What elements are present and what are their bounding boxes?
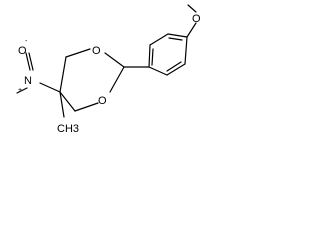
bond-ar-4-5: [148, 66, 168, 76]
bond-ar-2-3: [149, 33, 169, 46]
bond-ar-double-c: [166, 61, 182, 72]
ring-oxygen-top-label: O: [92, 45, 101, 57]
bond-quat-n: [39, 82, 61, 93]
bond-ar-6-1: [184, 36, 188, 65]
bond-n-o-double-2: [28, 52, 34, 71]
bond-ar-3-4: [148, 44, 151, 68]
bond-ar-double-a: [168, 37, 183, 41]
bond-n-o-single: [16, 87, 28, 94]
methoxy-oxygen-label: O: [192, 13, 201, 25]
ring-oxygen-bottom-label: O: [98, 95, 107, 107]
bond-o-bottom-acetal: [109, 66, 125, 93]
bond-ar-double-b: [151, 48, 154, 66]
bond-quat-methyl: [59, 91, 65, 118]
bond-o-top-ch2: [65, 48, 91, 58]
chemical-structure-diagram: O O O O - N + CH3: [16, 4, 201, 135]
structure-canvas: O O O O - N + CH3: [0, 0, 227, 158]
bond-ar-1-2: [167, 33, 188, 38]
bond-ch2-o-bottom: [74, 102, 99, 112]
bond-methyl-methoxy-o: [187, 4, 197, 13]
methyl-label: CH3: [57, 123, 79, 135]
nitro-nitrogen-label: N: [24, 75, 32, 87]
bond-ch2-quat: [59, 56, 67, 93]
bond-methoxy-o-ring: [186, 22, 197, 38]
nitro-nitrogen-charge: +: [18, 87, 22, 94]
nitro-oxygen-label: O: [18, 45, 27, 57]
nitro-oxygen-charge: -: [25, 38, 28, 45]
bond-acetal-o-top: [104, 52, 125, 68]
bond-ar-5-6: [166, 63, 186, 76]
bond-quat-ch2: [59, 91, 76, 112]
bond-n-o-double-1: [25, 52, 31, 71]
